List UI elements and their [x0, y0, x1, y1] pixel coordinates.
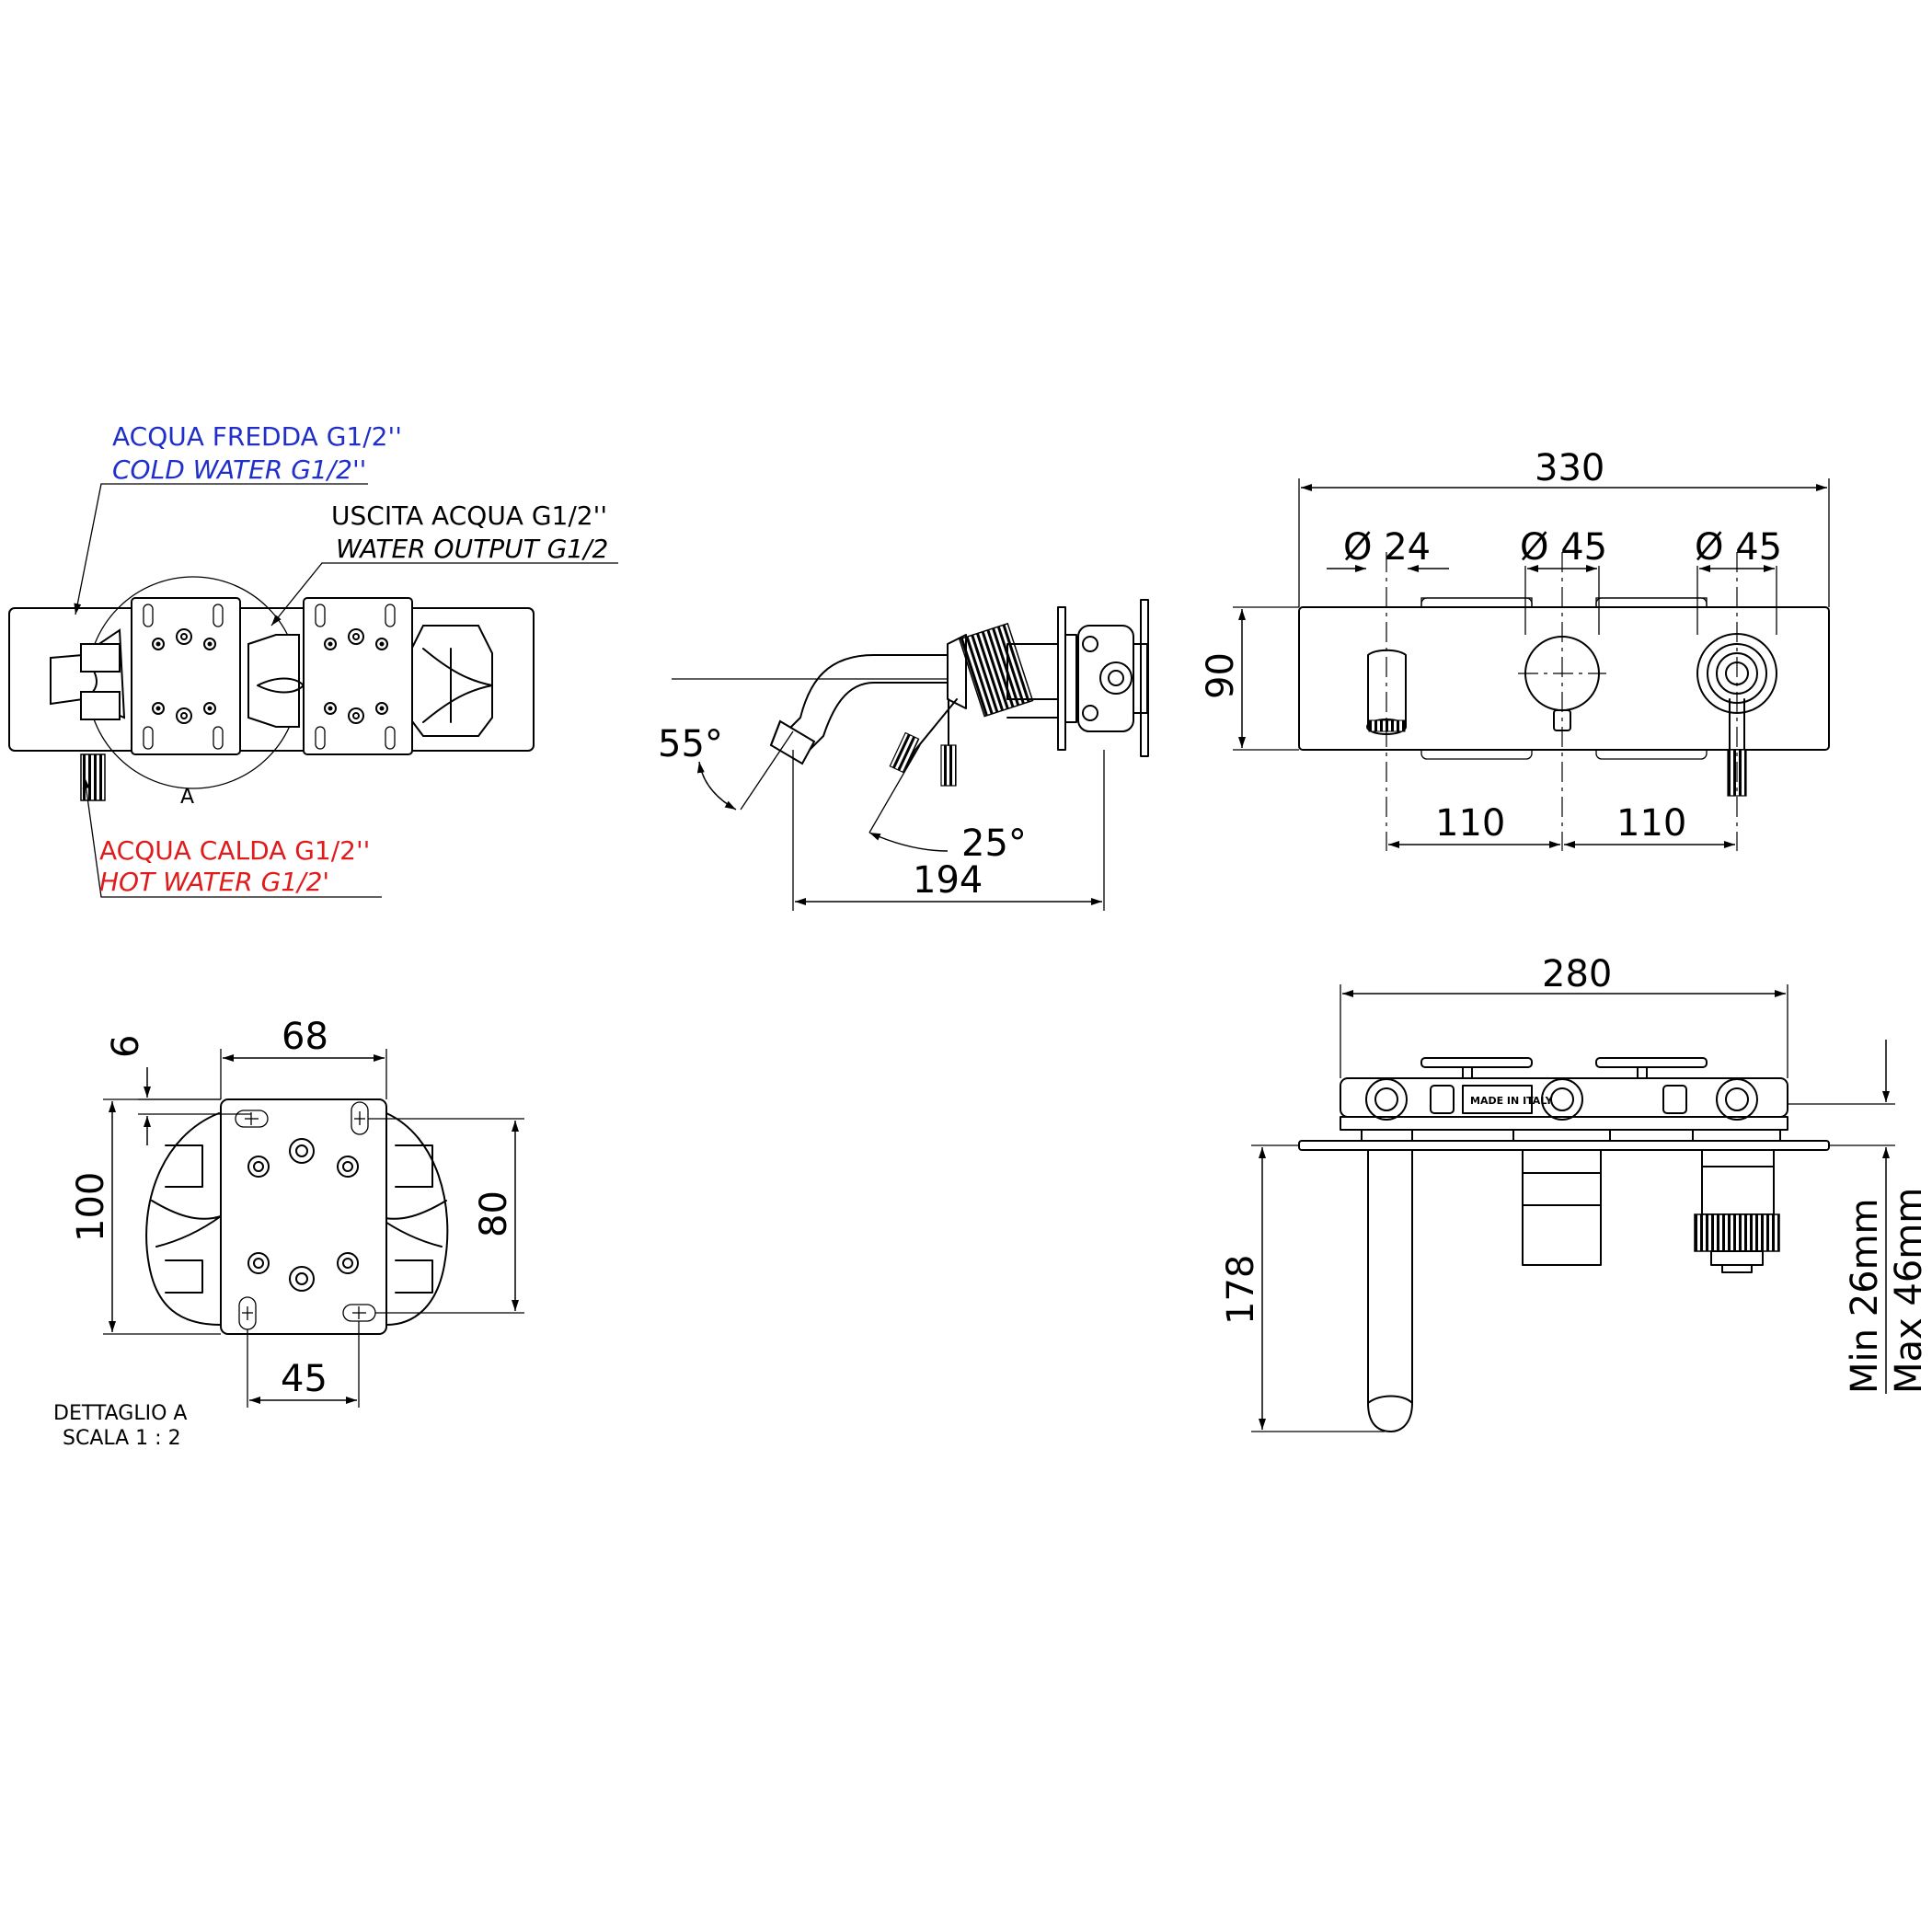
wall-min-value: Min 26mm: [1844, 1198, 1886, 1394]
detail-top-value: 68: [282, 1016, 328, 1058]
rear-view: ACQUA FREDDA G1/2'' COLD WATER G1/2'' US…: [8, 421, 618, 898]
angle-arc-spout: [696, 761, 737, 811]
front-plate: [1298, 606, 1830, 751]
made-in-label: MADE IN ITALY: [1470, 1095, 1554, 1107]
connector-left: [50, 628, 126, 720]
top-diverter-knurl: [1694, 1213, 1780, 1252]
top-width-value: 280: [1542, 953, 1612, 995]
detail-title: DETTAGLIO A: [53, 1402, 187, 1425]
angle-spout-value: 55°: [658, 723, 723, 765]
wall-max-value: Max 46mm: [1888, 1188, 1930, 1394]
spout: [790, 654, 949, 751]
width-value: 330: [1535, 447, 1604, 489]
connector-middle: [247, 634, 305, 728]
detail-holes-value: 80: [473, 1190, 515, 1237]
spacing-right-value: 110: [1616, 802, 1686, 845]
output-leader: [270, 562, 618, 627]
valve-body: [1077, 625, 1148, 732]
hot-label-it: ACQUA CALDA G1/2'': [99, 835, 370, 866]
front-view: 330 Ø 24 Ø 45 Ø 45 90 110 110: [1200, 447, 1830, 851]
top-handle: [1522, 1149, 1602, 1266]
top-view: MADE IN ITALY 280 178: [1220, 953, 1930, 1432]
output-label-it: USCITA ACQUA G1/2'': [331, 500, 607, 531]
dia-handle-value: Ø 45: [1520, 526, 1607, 569]
dia-spout-value: Ø 24: [1343, 526, 1431, 569]
depth-value: 194: [913, 859, 983, 902]
detail-a-view: 68 6 100 80 45 DETTAGLIO A SCALA 1 : 2: [53, 1016, 524, 1450]
rear-plate: [8, 607, 535, 752]
top-spout: [1367, 1149, 1413, 1432]
output-label-en: WATER OUTPUT G1/2: [336, 534, 608, 564]
hot-label-en: HOT WATER G1/2': [99, 867, 329, 897]
mounting-plate-left: [131, 597, 241, 755]
lever: [905, 698, 958, 769]
made-in-italy-strip: [1462, 1085, 1533, 1114]
spacing-left-value: 110: [1435, 802, 1505, 845]
mounting-plate-right: [303, 597, 413, 755]
dia-diverter-value: Ø 45: [1695, 526, 1782, 569]
detail-mark: A: [180, 786, 194, 809]
detail-offset-value: 6: [105, 1035, 147, 1058]
height-value: 90: [1200, 652, 1242, 699]
wall-plate: [1057, 606, 1066, 751]
cold-label-en: COLD WATER G1/2'': [112, 454, 366, 485]
connector-right: [408, 625, 493, 737]
knurled-ring: [958, 622, 1034, 718]
angle-lever-value: 25°: [961, 822, 1027, 865]
detail-bottom-value: 45: [281, 1358, 328, 1400]
detail-scale: SCALA 1 : 2: [63, 1427, 181, 1450]
projection-value: 178: [1220, 1255, 1262, 1325]
top-wall-plate: [1298, 1140, 1830, 1151]
hot-inlet-stub: [80, 753, 106, 801]
cold-leader: [74, 483, 368, 615]
angle-arc-lever: [868, 832, 949, 852]
cold-label-it: ACQUA FREDDA G1/2'': [112, 421, 402, 452]
hot-leader: [82, 776, 382, 898]
side-view: 55° 25° 194: [658, 599, 1149, 911]
detail-height-value: 100: [70, 1172, 112, 1242]
